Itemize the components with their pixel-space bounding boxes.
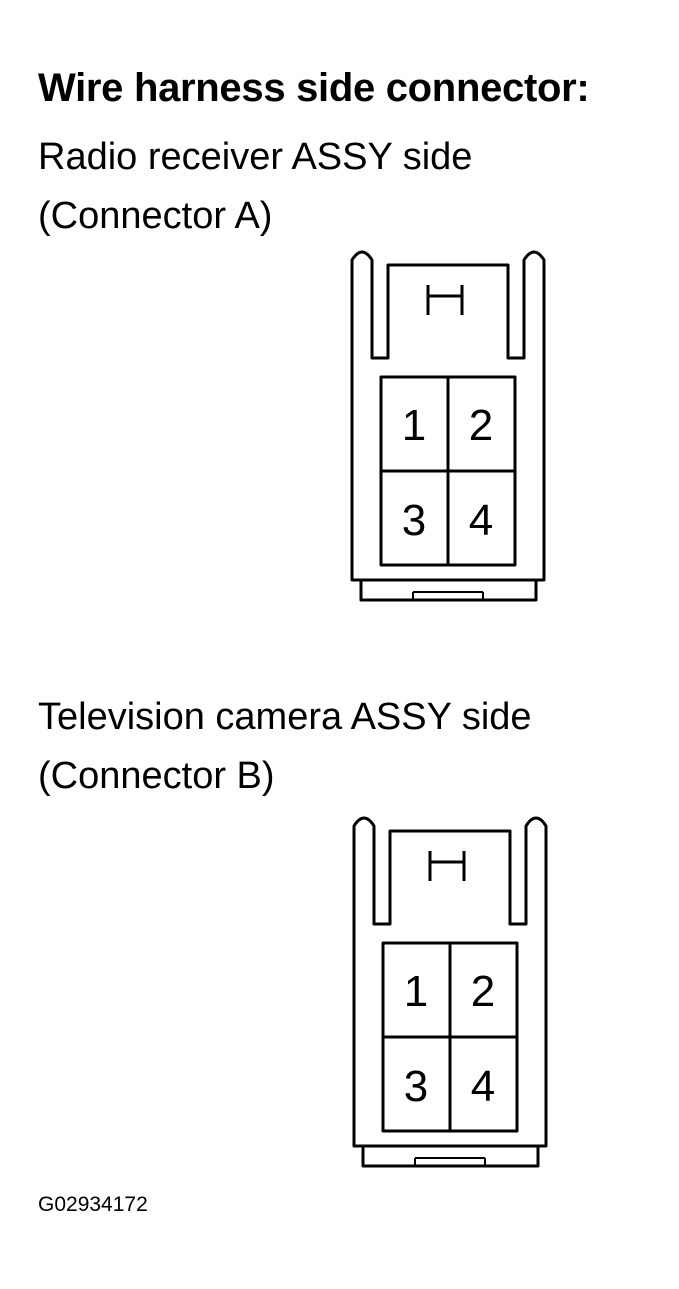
- connector-b-pin-4: 4: [471, 1062, 495, 1111]
- connector-a-pin-2: 2: [469, 401, 493, 450]
- connector-a-drawing: 1 2 3 4: [340, 240, 550, 610]
- figure-code: G02934172: [38, 1193, 148, 1216]
- connector-b-subtitle: (Connector B): [38, 755, 275, 797]
- connector-a-lock-detail: [426, 285, 464, 315]
- connector-b-drawing: 1 2 3 4: [342, 806, 552, 1176]
- connector-b-pin-1: 1: [404, 967, 428, 1016]
- connector-a-body-outline: [350, 250, 546, 582]
- connector-b-pin-2: 2: [471, 967, 495, 1016]
- connector-a-bottom-rail: [359, 580, 538, 602]
- connector-a-pin-4: 4: [469, 496, 493, 545]
- connector-b-pin-3: 3: [404, 1062, 428, 1111]
- connector-a-title: Radio receiver ASSY side: [38, 136, 473, 178]
- connector-a-pin-3: 3: [402, 496, 426, 545]
- connector-b-lock-detail: [428, 851, 466, 881]
- diagram-heading: Wire harness side connector:: [38, 66, 590, 110]
- connector-b-title: Television camera ASSY side: [38, 696, 532, 738]
- connector-b-bottom-rail: [361, 1146, 540, 1168]
- connector-a-subtitle: (Connector A): [38, 195, 273, 237]
- connector-a-pin-1: 1: [402, 401, 426, 450]
- connector-b-body-outline: [352, 816, 548, 1148]
